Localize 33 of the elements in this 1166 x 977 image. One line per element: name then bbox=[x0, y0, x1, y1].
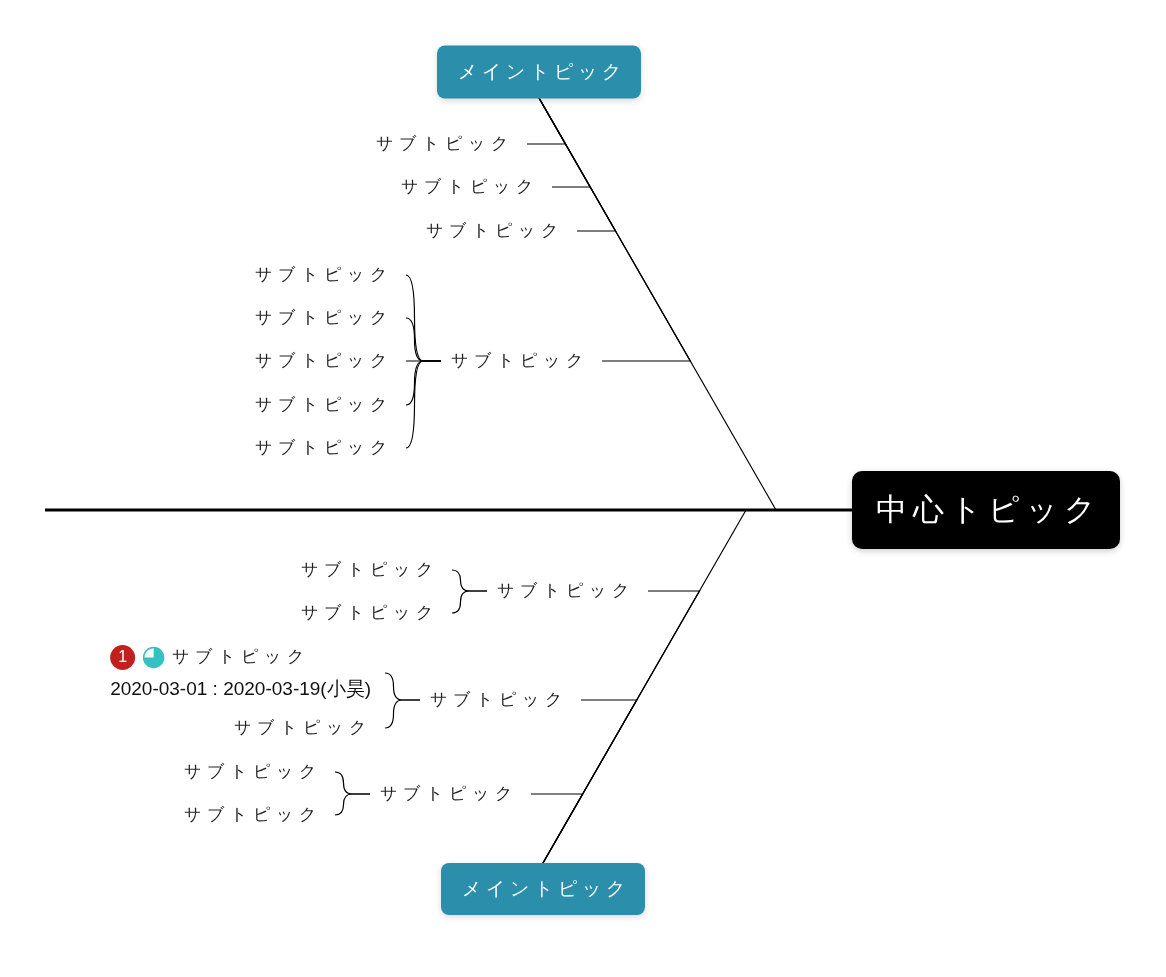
subtopic-text: サブトピック bbox=[451, 350, 589, 372]
subtopic-text: サブトピック bbox=[255, 437, 393, 459]
brace-connector bbox=[334, 793, 371, 816]
subtopic-text: サブトピック bbox=[184, 761, 322, 783]
subtopic-text: サブトピック bbox=[301, 559, 439, 581]
subtopic-text: サブトピック bbox=[401, 176, 539, 198]
subtopic-text: サブトピック bbox=[376, 133, 514, 155]
main-topic-box bbox=[441, 863, 645, 915]
subtopic-text: サブトピック bbox=[172, 646, 311, 668]
branch-line bbox=[538, 97, 692, 362]
brace-connector bbox=[384, 699, 421, 729]
subtopic-text: サブトピック bbox=[184, 804, 322, 826]
brace-connector bbox=[451, 590, 488, 614]
subtopic-text: サブトピック bbox=[255, 350, 393, 372]
brace-connector bbox=[405, 360, 442, 449]
subtopic-text: サブトピック bbox=[234, 717, 372, 739]
central-topic-box bbox=[852, 471, 1120, 549]
subtopic-text: サブトピック bbox=[255, 394, 393, 416]
priority-badge: 1 bbox=[110, 644, 136, 670]
subtopic-text: サブトピック bbox=[255, 307, 393, 329]
subtopic-text: サブトピック bbox=[380, 783, 518, 805]
branch-line bbox=[530, 793, 584, 864]
subtopic-text: サブトピック bbox=[426, 220, 564, 242]
main-topic-text: メイントピック bbox=[460, 877, 630, 901]
subtopic-text: サブトピック bbox=[301, 602, 439, 624]
spine-line bbox=[45, 508, 852, 512]
main-topic-box bbox=[437, 45, 641, 98]
main-topic-text: メイントピック bbox=[456, 59, 626, 84]
subtopic-text: サブトピック bbox=[255, 264, 393, 286]
subtopic-text: サブトピック bbox=[430, 689, 568, 711]
central-topic-text: 中心トピック bbox=[875, 491, 1102, 529]
subtopic-text: サブトピック bbox=[497, 580, 635, 602]
date-range-text: 2020-03-01 : 2020-03-19(小昊) bbox=[110, 677, 371, 701]
